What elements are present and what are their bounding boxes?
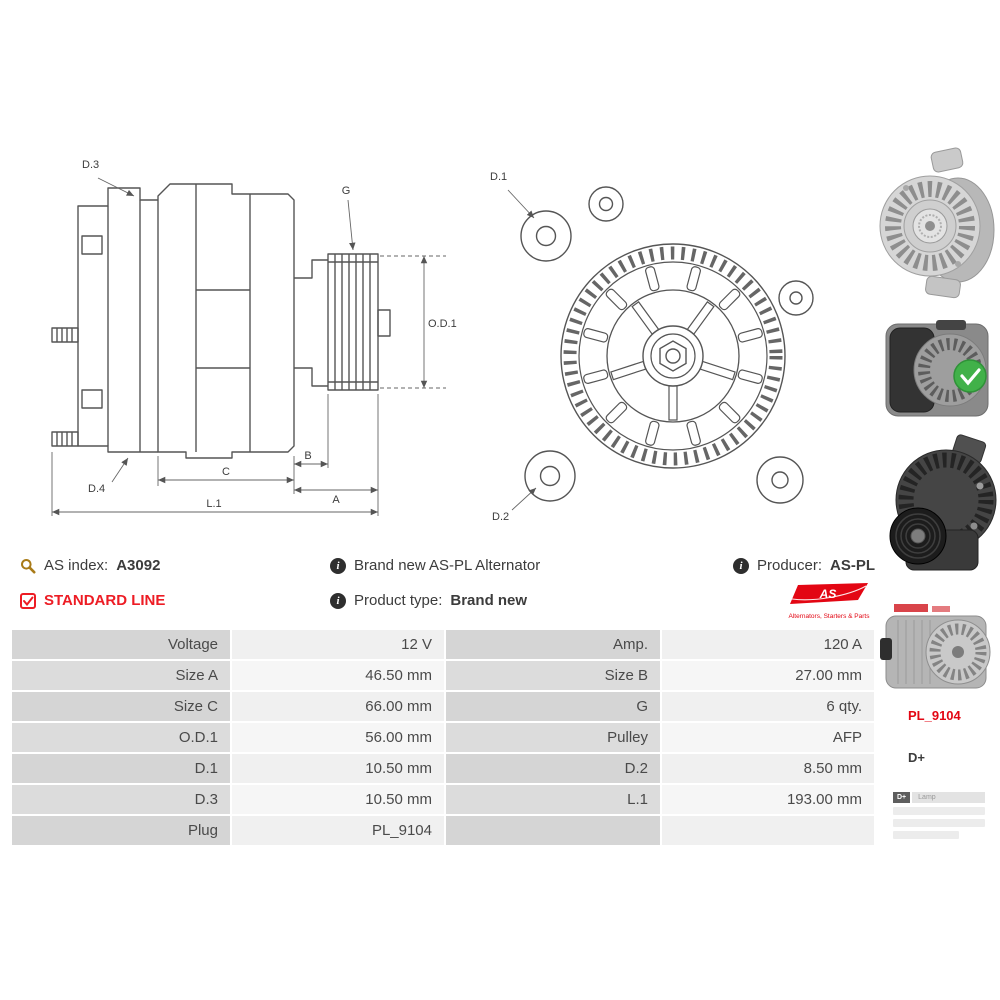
side-view-drawing: C B A L.1 O.D.1 G D.3 D.4 bbox=[51, 159, 457, 516]
as-index-row: AS index: A3092 bbox=[20, 557, 160, 574]
dim-label-d2: D.2 bbox=[492, 511, 509, 523]
spec-value-cell: 46.50 mm bbox=[232, 661, 444, 690]
spec-value-cell: 66.00 mm bbox=[232, 692, 444, 721]
dim-label-b: B bbox=[304, 450, 311, 462]
as-index-label: AS index: bbox=[44, 557, 109, 574]
spec-label-cell: Amp. bbox=[446, 630, 660, 659]
spec-label-cell: D.3 bbox=[12, 785, 230, 814]
alternator-side-outline bbox=[51, 183, 391, 459]
spec-label-cell: Size C bbox=[12, 692, 230, 721]
dim-label-c: C bbox=[222, 466, 230, 478]
dim-label-d4: D.4 bbox=[88, 483, 105, 495]
diagram-bar bbox=[893, 819, 985, 827]
brand-new-text: Brand new AS-PL Alternator bbox=[354, 557, 541, 574]
as-pl-logo-graphic: AS bbox=[790, 583, 868, 604]
spec-value-cell: AFP bbox=[662, 723, 874, 752]
spec-label-cell: Plug bbox=[12, 816, 230, 845]
checkbox-icon bbox=[20, 592, 36, 609]
magnifier-icon bbox=[21, 558, 36, 573]
spec-value-cell: 6 qty. bbox=[662, 692, 874, 721]
logo-text: AS bbox=[819, 587, 837, 601]
connector-pin-dplus: D+ bbox=[893, 792, 911, 803]
dim-label-od1: O.D.1 bbox=[428, 318, 457, 330]
info-icon: i bbox=[330, 592, 346, 609]
as-index-value: A3092 bbox=[116, 557, 161, 574]
spec-table: Voltage 12 V Amp. 120 A Size A 46.50 mm … bbox=[12, 630, 874, 845]
dim-label-d3: D.3 bbox=[82, 159, 99, 171]
standard-line-label: STANDARD LINE bbox=[44, 592, 166, 609]
spec-value-cell: 8.50 mm bbox=[662, 754, 874, 783]
connector-lamp-label: Lamp bbox=[912, 792, 985, 803]
product-type-value: Brand new bbox=[450, 592, 528, 609]
spec-label-cell: D.2 bbox=[446, 754, 660, 783]
spec-label-cell: Size B bbox=[446, 661, 660, 690]
alternator-front-outline bbox=[520, 186, 814, 504]
product-photo-4 bbox=[880, 604, 991, 689]
producer-row: i Producer: AS-PL bbox=[733, 557, 875, 574]
info-icon: i bbox=[733, 557, 749, 574]
info-icon: i bbox=[330, 557, 346, 574]
as-pl-logo: AS Alternators, Starters & Parts bbox=[788, 583, 870, 620]
front-view-drawing: D.1 D.2 bbox=[490, 171, 814, 523]
product-photo-1 bbox=[879, 147, 995, 299]
spec-label-cell bbox=[446, 816, 660, 845]
producer-label: Producer: bbox=[757, 557, 823, 574]
dimension-lines bbox=[51, 177, 446, 516]
spec-value-cell: 10.50 mm bbox=[232, 754, 444, 783]
front-leaders bbox=[507, 189, 537, 511]
spec-value-cell: 193.00 mm bbox=[662, 785, 874, 814]
spec-label-cell: D.1 bbox=[12, 754, 230, 783]
spec-value-cell: 12 V bbox=[232, 630, 444, 659]
brand-new-row: i Brand new AS-PL Alternator bbox=[330, 557, 540, 574]
product-photo-3 bbox=[889, 434, 997, 571]
dim-label-a: A bbox=[332, 494, 340, 506]
green-check-icon bbox=[960, 368, 981, 386]
spec-value-cell: 27.00 mm bbox=[662, 661, 874, 690]
dim-label-l1: L.1 bbox=[206, 498, 221, 510]
spec-value-cell: 120 A bbox=[662, 630, 874, 659]
spec-value-cell: 56.00 mm bbox=[232, 723, 444, 752]
spec-value-cell: 10.50 mm bbox=[232, 785, 444, 814]
terminal-label: D+ bbox=[908, 750, 925, 765]
product-type-label: Product type: bbox=[354, 592, 443, 609]
spec-label-cell: Pulley bbox=[446, 723, 660, 752]
standard-line-row: STANDARD LINE bbox=[20, 592, 165, 609]
diagram-bar bbox=[893, 831, 960, 839]
logo-tagline: Alternators, Starters & Parts bbox=[788, 613, 870, 620]
spec-value-cell bbox=[662, 816, 874, 845]
spec-label-cell: G bbox=[446, 692, 660, 721]
spec-value-cell: PL_9104 bbox=[232, 816, 444, 845]
diagram-bar bbox=[893, 807, 985, 815]
plug-code: PL_9104 bbox=[908, 708, 961, 723]
spec-label-cell: L.1 bbox=[446, 785, 660, 814]
connector-diagram: D+ Lamp bbox=[893, 792, 985, 843]
spec-label-cell: O.D.1 bbox=[12, 723, 230, 752]
product-photo-2 bbox=[885, 320, 989, 417]
dim-label-g: G bbox=[342, 185, 351, 197]
producer-value: AS-PL bbox=[830, 557, 876, 574]
spec-label-cell: Size A bbox=[12, 661, 230, 690]
dim-label-d1: D.1 bbox=[490, 171, 507, 183]
product-type-row: i Product type: Brand new bbox=[330, 592, 527, 609]
spec-label-cell: Voltage bbox=[12, 630, 230, 659]
